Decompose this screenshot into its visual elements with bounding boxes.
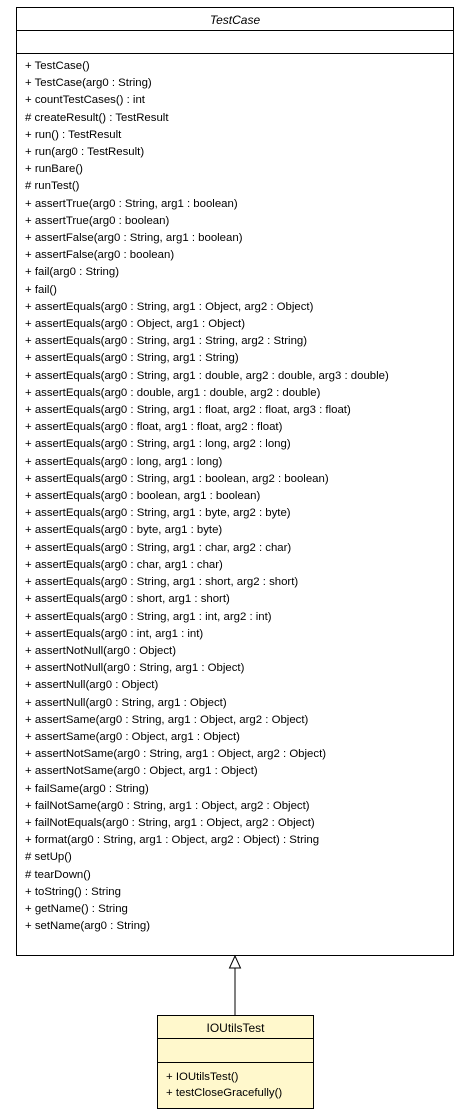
testcase-method: + assertEquals(arg0 : String, arg1 : byt… <box>25 507 291 520</box>
testcase-method: + failSame(arg0 : String) <box>25 782 149 795</box>
testcase-method: + assertEquals(arg0 : double, arg1 : dou… <box>25 386 321 399</box>
testcase-method: + assertSame(arg0 : String, arg1 : Objec… <box>25 713 309 726</box>
testcase-method: + assertEquals(arg0 : String, arg1 : sho… <box>25 576 299 589</box>
testcase-method: + assertEquals(arg0 : int, arg1 : int) <box>25 627 204 640</box>
testcase-method: + assertEquals(arg0 : char, arg1 : char) <box>25 558 223 571</box>
testcase-method: + assertEquals(arg0 : String, arg1 : lon… <box>25 438 291 451</box>
class-box-testcase[interactable]: TestCase + TestCase() + TestCase(arg0 : S… <box>16 7 454 956</box>
testcase-method: + fail() <box>25 283 57 296</box>
class-box-ioutilstest[interactable]: IOUtilsTest + IOUtilsTest() + testCloseGr… <box>157 1015 314 1109</box>
testcase-method: + setName(arg0 : String) <box>25 920 151 933</box>
testcase-method: + assertEquals(arg0 : float, arg1 : floa… <box>25 421 283 434</box>
testcase-method: # setUp() <box>25 851 72 864</box>
testcase-method: + format(arg0 : String, arg1 : Object, a… <box>25 834 320 847</box>
testcase-method: + assertFalse(arg0 : boolean) <box>25 249 175 262</box>
testcase-method: + assertNotSame(arg0 : String, arg1 : Ob… <box>25 748 327 761</box>
class-name-testcase: TestCase <box>17 8 453 31</box>
testcase-method: # tearDown() <box>25 868 91 881</box>
testcase-method: + runBare() <box>25 163 83 176</box>
testcase-method: + countTestCases() : int <box>25 94 145 107</box>
inheritance-arrowhead-icon <box>228 954 242 969</box>
testcase-method: + assertEquals(arg0 : String, arg1 : Obj… <box>25 300 314 313</box>
testcase-method: + assertEquals(arg0 : boolean, arg1 : bo… <box>25 490 261 503</box>
testcase-method: + failNotSame(arg0 : String, arg1 : Obje… <box>25 799 310 812</box>
testcase-method: # runTest() <box>25 180 80 193</box>
class-name-ioutilstest: IOUtilsTest <box>158 1016 313 1039</box>
testcase-method: + assertEquals(arg0 : short, arg1 : shor… <box>25 593 230 606</box>
testcase-method: + assertSame(arg0 : Object, arg1 : Objec… <box>25 730 240 743</box>
testcase-method: + assertEquals(arg0 : Object, arg1 : Obj… <box>25 318 246 331</box>
testcase-method: + assertEquals(arg0 : String, arg1 : dou… <box>25 369 389 382</box>
methods-section-ioutilstest: + IOUtilsTest() + testCloseGracefully() <box>158 1063 313 1101</box>
testcase-method: + assertNull(arg0 : String, arg1 : Objec… <box>25 696 227 709</box>
testcase-method: + assertTrue(arg0 : boolean) <box>25 214 170 227</box>
attributes-section-ioutilstest <box>158 1039 313 1063</box>
testcase-method: + assertEquals(arg0 : byte, arg1 : byte) <box>25 524 223 537</box>
testcase-method: + toString() : String <box>25 885 121 898</box>
ioutilstest-method: + IOUtilsTest() <box>166 1071 239 1083</box>
testcase-method: + fail(arg0 : String) <box>25 266 120 279</box>
testcase-method: + assertNull(arg0 : Object) <box>25 679 159 692</box>
testcase-method: + assertEquals(arg0 : String, arg1 : boo… <box>25 472 329 485</box>
testcase-method: + assertEquals(arg0 : long, arg1 : long) <box>25 455 223 468</box>
testcase-method: + run() : TestResult <box>25 128 122 141</box>
ioutilstest-method: + testCloseGracefully() <box>166 1087 283 1099</box>
testcase-method: + assertEquals(arg0 : String, arg1 : Str… <box>25 335 308 348</box>
testcase-method: + assertEquals(arg0 : String, arg1 : int… <box>25 610 272 623</box>
testcase-method: + assertEquals(arg0 : String, arg1 : Str… <box>25 352 239 365</box>
methods-section-testcase: + TestCase() + TestCase(arg0 : String) + c… <box>17 54 453 935</box>
testcase-method: + assertNotNull(arg0 : Object) <box>25 644 176 657</box>
testcase-method: # createResult() : TestResult <box>25 111 169 124</box>
testcase-method: + assertNotSame(arg0 : Object, arg1 : Ob… <box>25 765 258 778</box>
testcase-method: + TestCase(arg0 : String) <box>25 77 152 90</box>
testcase-method: + assertNotNull(arg0 : String, arg1 : Ob… <box>25 662 245 675</box>
testcase-method: + assertFalse(arg0 : String, arg1 : bool… <box>25 232 243 245</box>
testcase-method: + run(arg0 : TestResult) <box>25 146 145 159</box>
testcase-method: + failNotEquals(arg0 : String, arg1 : Ob… <box>25 816 315 829</box>
testcase-method: + getName() : String <box>25 902 128 915</box>
testcase-method: + assertEquals(arg0 : String, arg1 : flo… <box>25 404 351 417</box>
testcase-method: + assertEquals(arg0 : String, arg1 : cha… <box>25 541 292 554</box>
testcase-method: + assertTrue(arg0 : String, arg1 : boole… <box>25 197 238 210</box>
attributes-section-testcase <box>17 31 453 54</box>
testcase-method: + TestCase() <box>25 60 90 72</box>
